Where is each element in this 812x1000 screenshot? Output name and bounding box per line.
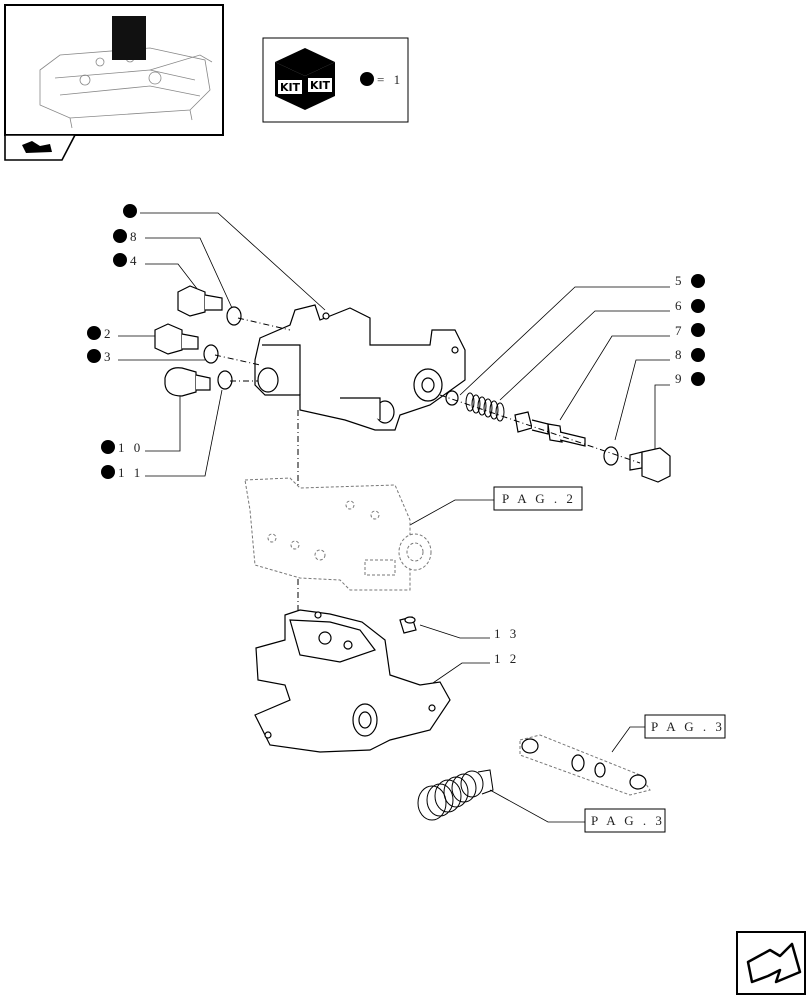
plug-4	[177, 285, 223, 317]
callout-2[interactable]: 2	[87, 326, 160, 341]
plug-9	[629, 447, 671, 483]
callout-3[interactable]: 3	[87, 349, 205, 364]
svg-text:P A G . 3: P A G . 3	[651, 719, 725, 734]
svg-text:3: 3	[104, 349, 114, 364]
tractor-thumbnail-drawing	[39, 47, 213, 129]
axis-line-middle	[214, 354, 261, 366]
svg-text:9: 9	[675, 371, 685, 386]
svg-text:2: 2	[104, 326, 114, 341]
page-ref-pag3-top[interactable]: P A G . 3	[611, 714, 726, 753]
nav-tab[interactable]	[4, 134, 77, 161]
svg-text:6: 6	[675, 298, 685, 313]
valve-body	[254, 304, 466, 431]
kit-label-right: KIT	[310, 79, 331, 92]
kit-equals-label: = 1	[377, 72, 403, 87]
page-ref-pag2[interactable]: P A G . 2	[409, 486, 583, 526]
kit-bullet	[360, 72, 374, 86]
callout-6[interactable]: 6	[499, 298, 705, 401]
callout-8-right[interactable]: 8	[614, 347, 705, 441]
svg-text:1 2: 1 2	[494, 651, 519, 666]
spool-7	[514, 411, 586, 447]
housing-12	[254, 609, 451, 753]
linkage-ghost	[519, 734, 651, 796]
washer-8-right	[603, 446, 619, 466]
axis-line-right	[439, 394, 641, 464]
callout-12[interactable]: 1 2	[429, 651, 519, 686]
callout-9[interactable]: 9	[654, 371, 705, 450]
svg-text:4: 4	[130, 253, 140, 268]
svg-text:7: 7	[675, 323, 685, 338]
kit-label-left: KIT	[280, 81, 301, 94]
plug-13	[399, 616, 417, 634]
thumbnail-box[interactable]	[4, 4, 224, 136]
spring-6	[465, 392, 505, 422]
washer-11	[217, 370, 233, 390]
plug-2	[154, 323, 199, 355]
callout-10[interactable]: 1 0	[101, 395, 181, 455]
svg-text:P A G . 3: P A G . 3	[591, 813, 665, 828]
next-page-arrow-icon[interactable]	[736, 931, 806, 995]
callout-11[interactable]: 1 1	[101, 389, 223, 480]
kit-box-icon: KIT KIT	[275, 48, 335, 110]
kit-legend: KIT KIT = 1	[262, 37, 409, 123]
svg-text:1 1: 1 1	[118, 465, 143, 480]
svg-text:1 3: 1 3	[494, 626, 519, 641]
svg-text:8: 8	[675, 347, 685, 362]
page-ref-pag3-bottom[interactable]: P A G . 3	[489, 789, 666, 833]
tractor-icon	[22, 141, 52, 153]
svg-text:P A G . 2: P A G . 2	[502, 491, 576, 506]
svg-text:8: 8	[130, 229, 140, 244]
ghost-valve-block	[244, 477, 432, 591]
washer-3	[203, 344, 219, 364]
washer-8	[226, 306, 242, 326]
callout-4[interactable]: 4	[113, 253, 199, 291]
callout-body[interactable]	[123, 204, 326, 311]
axis-line-upper	[237, 317, 291, 331]
svg-text:1 0: 1 0	[118, 440, 143, 455]
washer-5	[445, 390, 459, 406]
svg-text:5: 5	[675, 273, 685, 288]
spring-ghost	[417, 769, 494, 821]
callout-5[interactable]: 5	[459, 273, 705, 396]
callout-8-left[interactable]: 8	[113, 229, 233, 309]
plug-10	[164, 367, 211, 397]
callout-7[interactable]: 7	[559, 323, 705, 421]
highlight-block	[112, 16, 146, 60]
callout-13[interactable]: 1 3	[419, 624, 519, 641]
